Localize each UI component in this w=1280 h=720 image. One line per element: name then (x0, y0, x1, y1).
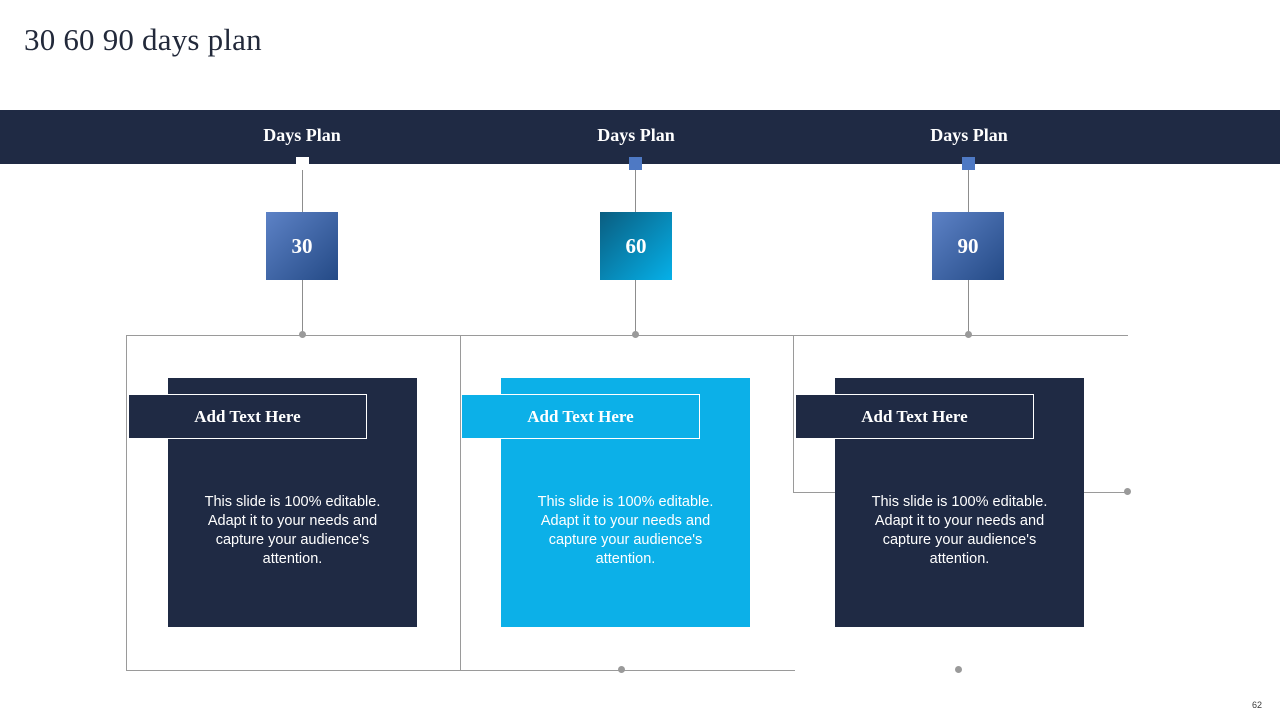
page-title: 30 60 90 days plan (24, 22, 262, 57)
connector-dot-top-1 (299, 331, 306, 338)
stem-line-2 (635, 170, 636, 214)
card-title-label-1: Add Text Here (194, 406, 301, 426)
band-label-2: Days Plan (597, 125, 675, 145)
milestone-number-90: 90 (957, 233, 979, 258)
bracket-outline-1 (126, 335, 461, 671)
connector-dot-top-2 (632, 331, 639, 338)
card-body-2: This slide is 100% editable. Adapt it to… (537, 494, 714, 567)
marker-square-3 (962, 157, 975, 170)
milestone-number-60: 60 (625, 233, 647, 258)
drop-line-2 (635, 280, 636, 335)
milestone-number-30: 30 (291, 233, 313, 258)
card-title-label-2: Add Text Here (527, 406, 634, 426)
card-title-ribbon-1[interactable]: Add Text Here (128, 394, 367, 439)
stem-line-3 (968, 170, 969, 214)
card-body-1: This slide is 100% editable. Adapt it to… (204, 494, 381, 567)
card-title-ribbon-2[interactable]: Add Text Here (461, 394, 700, 439)
connector-dot-bottom-1 (618, 666, 625, 673)
connector-dot-bottom-2 (955, 666, 962, 673)
page-number: 62 (1251, 700, 1262, 710)
card-body-3: This slide is 100% editable. Adapt it to… (871, 494, 1048, 567)
stem-line-1 (302, 170, 303, 214)
band-label-3: Days Plan (930, 125, 1008, 145)
marker-square-1 (296, 157, 309, 170)
connector-dot-top-3 (965, 331, 972, 338)
content-card-1: This slide is 100% editable. Adapt it to… (168, 378, 417, 627)
band-label-1: Days Plan (263, 125, 341, 145)
marker-square-2 (629, 157, 642, 170)
milestone-box-90: 90 (932, 212, 1004, 280)
drop-line-1 (302, 280, 303, 335)
milestone-box-60: 60 (600, 212, 672, 280)
bracket-outline-2 (460, 335, 795, 671)
header-band (0, 110, 1280, 164)
connector-dot-bottom-3 (1124, 488, 1131, 495)
milestone-box-30: 30 (266, 212, 338, 280)
card-title-label-3: Add Text Here (861, 406, 968, 426)
drop-line-3 (968, 280, 969, 335)
card-title-ribbon-3[interactable]: Add Text Here (795, 394, 1034, 439)
